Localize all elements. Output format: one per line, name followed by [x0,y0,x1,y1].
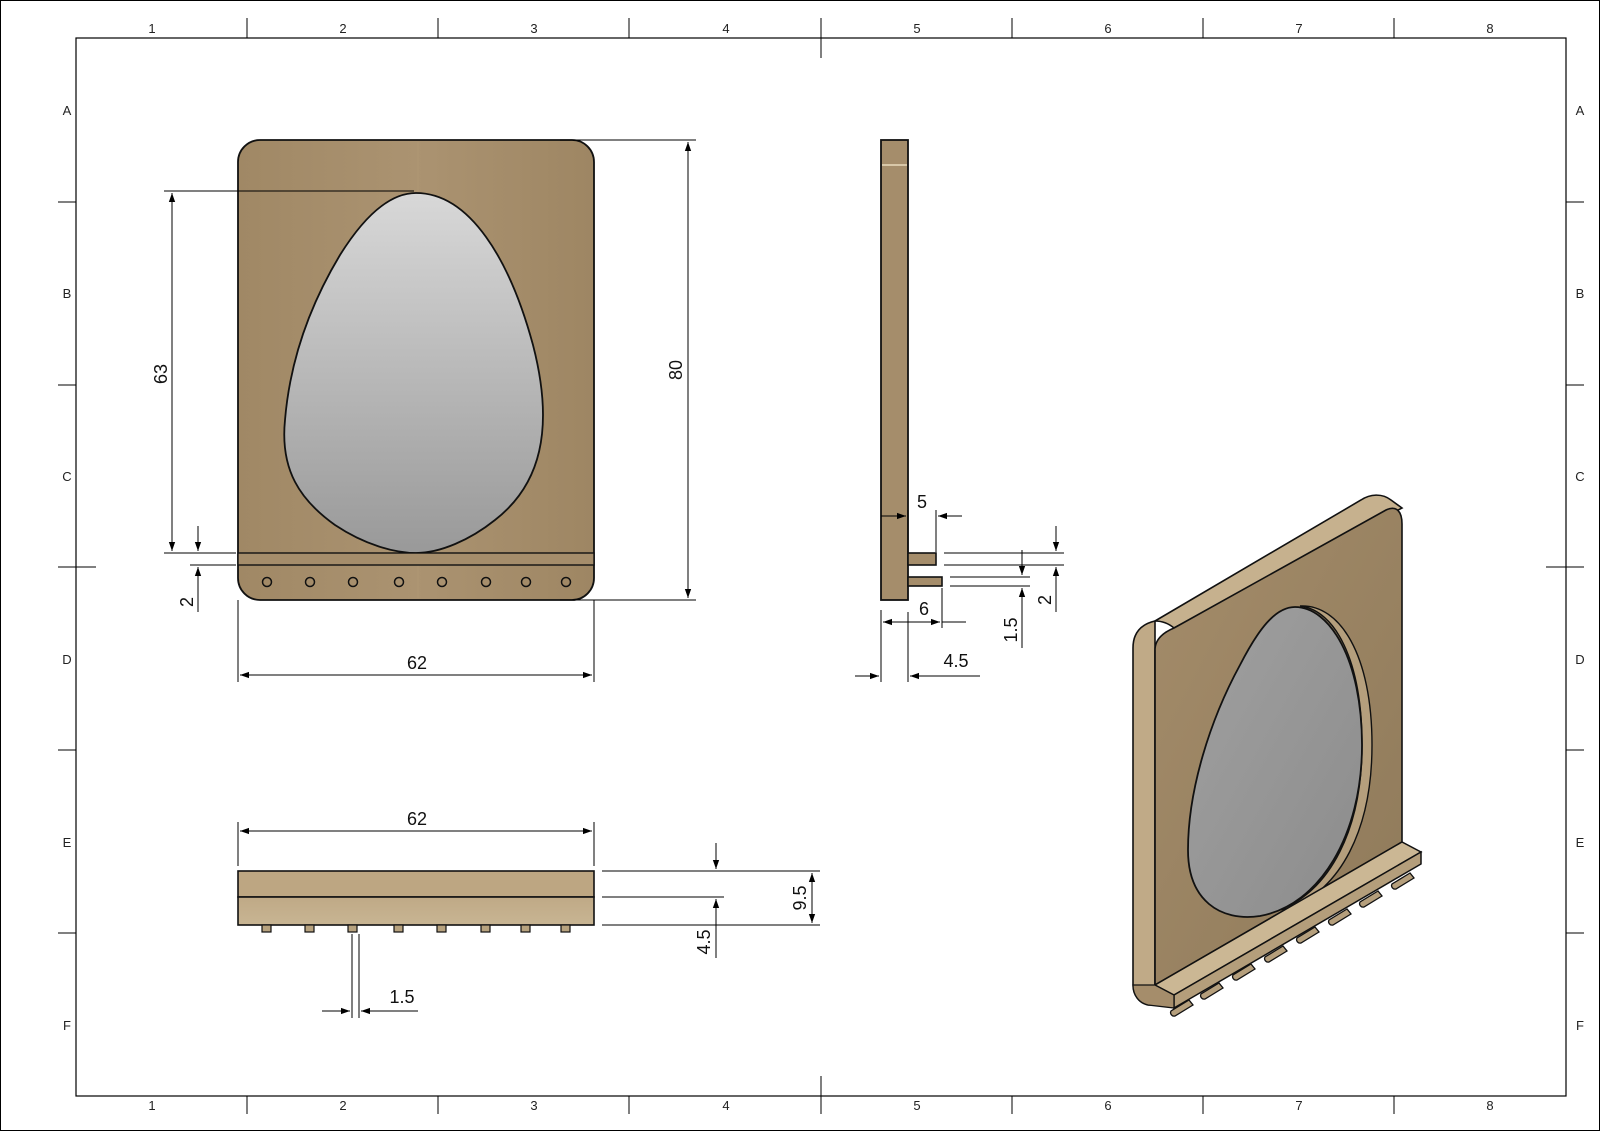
dimension-shelf-gap: 5 [881,492,962,552]
column-labels-bottom: 1 2 3 4 5 6 7 8 [148,1098,1493,1113]
dimension-panel-depth: 4.5 [855,612,980,682]
top-peg-stubs [261,924,571,933]
zone-column-label: 8 [1486,21,1493,36]
dimension-label: 1.5 [389,987,414,1007]
row-labels-right: A B C D E F [1575,103,1584,1033]
zone-column-label: 4 [722,1098,729,1113]
zone-row-label: B [1576,286,1585,301]
iso-left-edge [1132,619,1156,1006]
dimension-peg-diameter: 1.5 [322,934,418,1018]
dimension-top-depth: 9.5 [602,870,820,926]
dimension-label: 2 [1035,595,1055,605]
zone-column-label: 7 [1295,21,1302,36]
dimension-label: 5 [917,492,927,512]
dimension-label: 4.5 [694,929,714,954]
dimension-shelf-thickness: 2 [177,526,236,612]
zone-row-label: C [62,469,71,484]
top-view: 62 9.5 4.5 1.5 [237,809,820,1018]
dimension-label: 62 [407,653,427,673]
dimension-label: 62 [407,809,427,829]
dimension-overall-height: 80 [560,139,696,601]
zone-column-label: 4 [722,21,729,36]
zone-row-label: C [1575,469,1584,484]
zone-column-label: 1 [148,21,155,36]
dimension-label: 80 [666,360,686,380]
top-shelf-strip [237,870,595,898]
dimension-label: 1.5 [1001,617,1021,642]
front-shelf [237,552,595,566]
zone-row-label: F [1576,1018,1584,1033]
side-peg [907,576,943,587]
zone-column-label: 3 [530,1098,537,1113]
zone-row-label: E [63,835,72,850]
side-view: 5 6 4.5 1.5 [855,139,1064,682]
zone-column-label: 8 [1486,1098,1493,1113]
zone-column-label: 2 [339,21,346,36]
zone-column-label: 6 [1104,1098,1111,1113]
dimension-lip-thickness: 1.5 [950,550,1030,648]
dimension-label: 2 [177,597,197,607]
mirror-egg [283,192,544,554]
zone-column-label: 5 [913,1098,920,1113]
dimension-shelf-depth: 6 [880,588,966,628]
zone-row-label: B [63,286,72,301]
dimension-top-width: 62 [237,809,595,866]
zone-row-label: A [63,103,72,118]
side-shelf [907,552,937,566]
dimension-label: 4.5 [943,651,968,671]
front-view: 63 80 2 62 [151,139,696,682]
zone-column-label: 3 [530,21,537,36]
zone-column-label: 2 [339,1098,346,1113]
iso-mirror-egg [1187,606,1363,918]
dimension-label: 6 [919,599,929,619]
top-panel-strip [237,896,595,926]
dimension-top-panel-depth: 4.5 [602,843,724,958]
zone-row-label: A [1576,103,1585,118]
dimension-label: 9.5 [790,885,810,910]
zone-column-label: 1 [148,1098,155,1113]
zone-column-label: 5 [913,21,920,36]
dimension-label: 63 [151,364,171,384]
zone-column-label: 7 [1295,1098,1302,1113]
iso-pegs [1169,872,1415,1017]
dimension-mirror-height: 63 [151,190,414,554]
column-labels-top: 1 2 3 4 5 6 7 8 [148,21,1493,36]
iso-top-edge [1152,494,1404,629]
dimension-side-shelf-thickness: 2 [944,526,1064,612]
zone-row-label: D [1575,652,1584,667]
zone-row-label: D [62,652,71,667]
zone-row-label: E [1576,835,1585,850]
front-peg-holes [261,576,572,588]
dimension-overall-width: 62 [237,600,595,682]
side-panel [880,139,909,601]
zone-column-label: 6 [1104,21,1111,36]
row-labels-left: A B C D E F [62,103,71,1033]
isometric-view [1132,494,1423,1017]
zone-row-label: F [63,1018,71,1033]
